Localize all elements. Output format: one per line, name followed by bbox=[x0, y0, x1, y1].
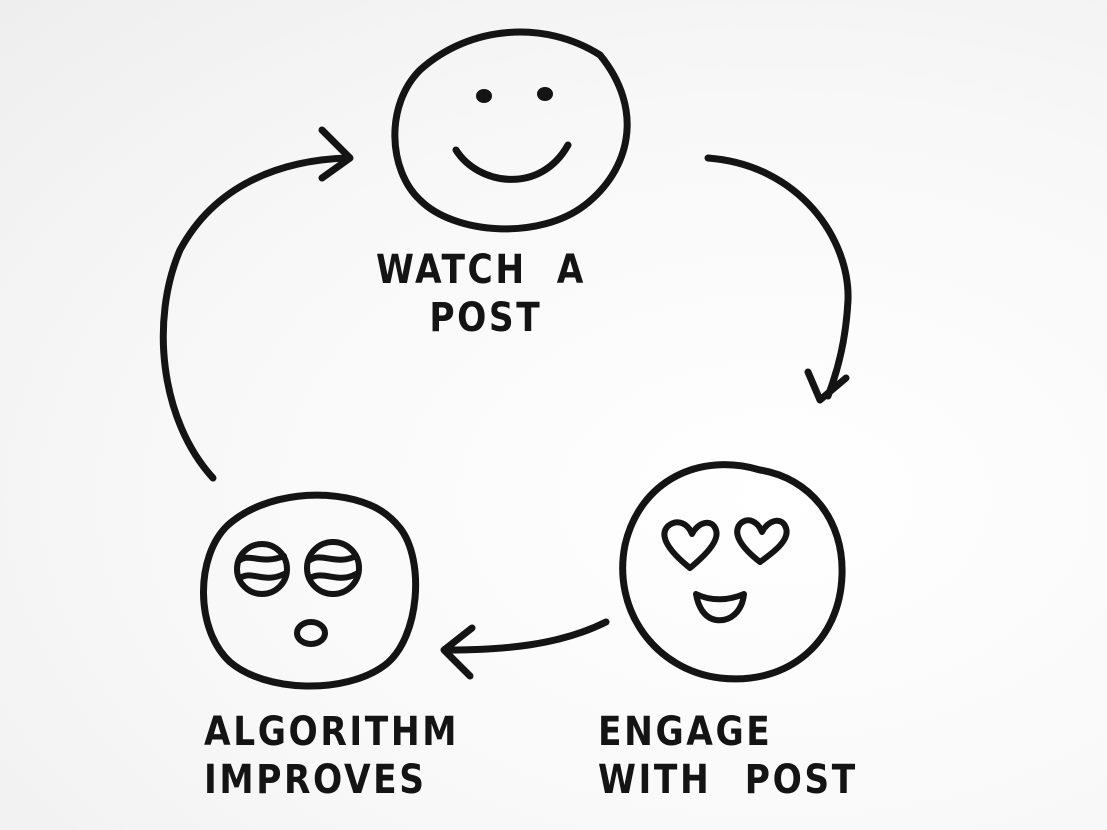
node-label-line: ENGAGE bbox=[598, 709, 773, 755]
arrow-watch-to-engage bbox=[704, 154, 852, 404]
left-eye-wave-2 bbox=[237, 571, 287, 581]
arrow-shaft bbox=[704, 154, 852, 400]
arrow-head bbox=[318, 126, 354, 182]
arrow-shaft bbox=[444, 618, 610, 654]
right-eye-wave-1 bbox=[307, 553, 359, 563]
right-eye-wave-2 bbox=[307, 571, 359, 581]
node-label-engage: ENGAGE WITH POST bbox=[598, 708, 858, 804]
left-dizzy-eye bbox=[234, 541, 290, 597]
node-label-line: POST bbox=[429, 295, 543, 341]
arrow-shaft bbox=[159, 154, 352, 482]
face-outline bbox=[619, 461, 846, 683]
heart-eyes-face-icon bbox=[619, 461, 846, 683]
surprised-mouth bbox=[294, 619, 328, 647]
right-heart-eye bbox=[734, 517, 790, 565]
left-eye-wave-1 bbox=[237, 553, 287, 563]
right-dizzy-eye bbox=[304, 539, 362, 597]
smile-mouth bbox=[452, 141, 572, 183]
face-outline bbox=[200, 491, 420, 690]
node-label-algorithm: ALGORITHM IMPROVES bbox=[204, 708, 459, 804]
right-eye bbox=[537, 87, 553, 101]
left-eye bbox=[476, 89, 492, 103]
smiling-face-icon bbox=[391, 28, 631, 233]
arrow-head bbox=[440, 624, 476, 680]
dizzy-eyes-face-icon bbox=[200, 491, 420, 690]
node-label-watch: WATCH A POST bbox=[376, 246, 586, 342]
face-outline bbox=[391, 28, 631, 233]
node-label-line: WITH POST bbox=[598, 757, 858, 803]
node-label-line: IMPROVES bbox=[204, 757, 427, 803]
arrow-head bbox=[804, 368, 850, 404]
left-heart-eye bbox=[661, 519, 720, 571]
node-label-line: ALGORITHM bbox=[204, 709, 460, 755]
arrow-algorithm-to-watch bbox=[159, 126, 354, 482]
arrow-engage-to-algorithm bbox=[440, 618, 610, 680]
node-label-line: WATCH A bbox=[376, 247, 587, 293]
open-mouth bbox=[693, 591, 747, 624]
